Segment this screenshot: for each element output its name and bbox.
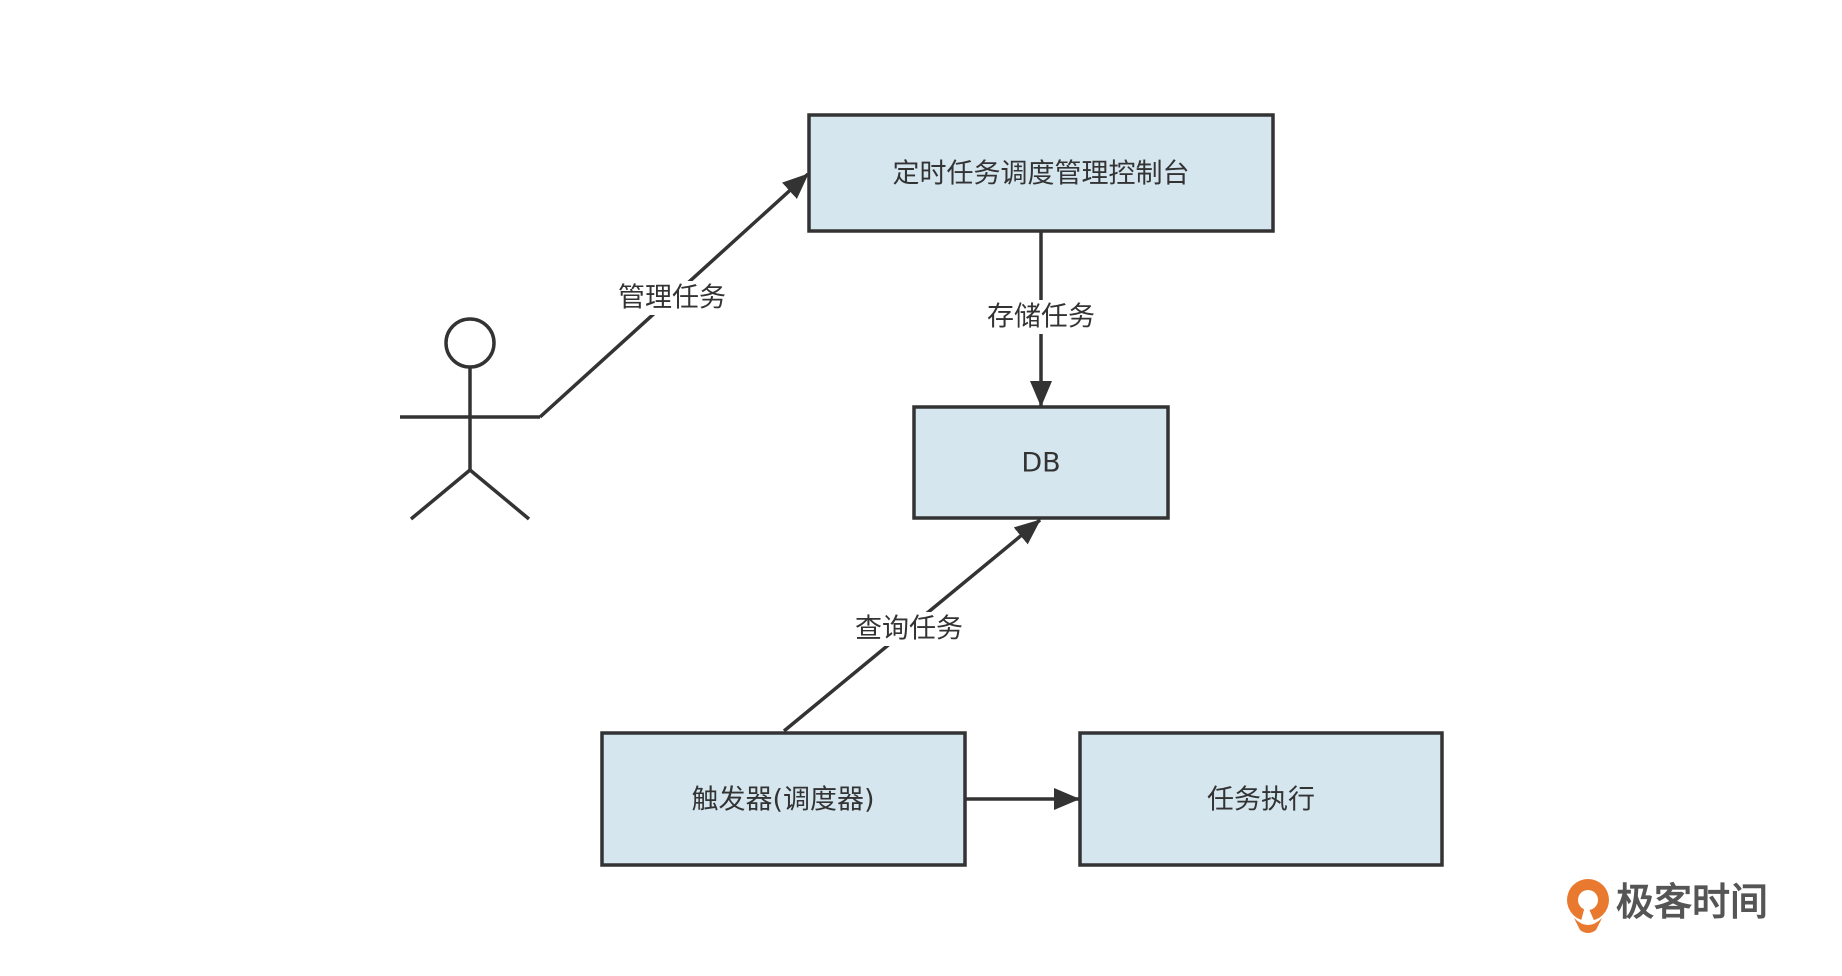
actor-stick-figure bbox=[400, 317, 540, 521]
edge-label-manage: 管理任务 bbox=[618, 283, 726, 314]
node-db: DB bbox=[912, 405, 1170, 520]
node-console-label: 定时任务调度管理控制台 bbox=[893, 159, 1190, 190]
logo-text: 极客时间 bbox=[1616, 880, 1768, 924]
node-trigger: 触发器(调度器) bbox=[600, 731, 967, 867]
node-console: 定时任务调度管理控制台 bbox=[807, 113, 1275, 233]
node-executor-label: 任务执行 bbox=[1207, 785, 1315, 816]
edge-label-store: 存储任务 bbox=[987, 302, 1095, 333]
geektime-logo: 极客时间 bbox=[1567, 879, 1768, 933]
node-trigger-label: 触发器(调度器) bbox=[691, 785, 874, 816]
edge-label-query: 查询任务 bbox=[855, 614, 963, 645]
node-db-label: DB bbox=[1021, 448, 1060, 479]
node-executor: 任务执行 bbox=[1078, 731, 1444, 867]
